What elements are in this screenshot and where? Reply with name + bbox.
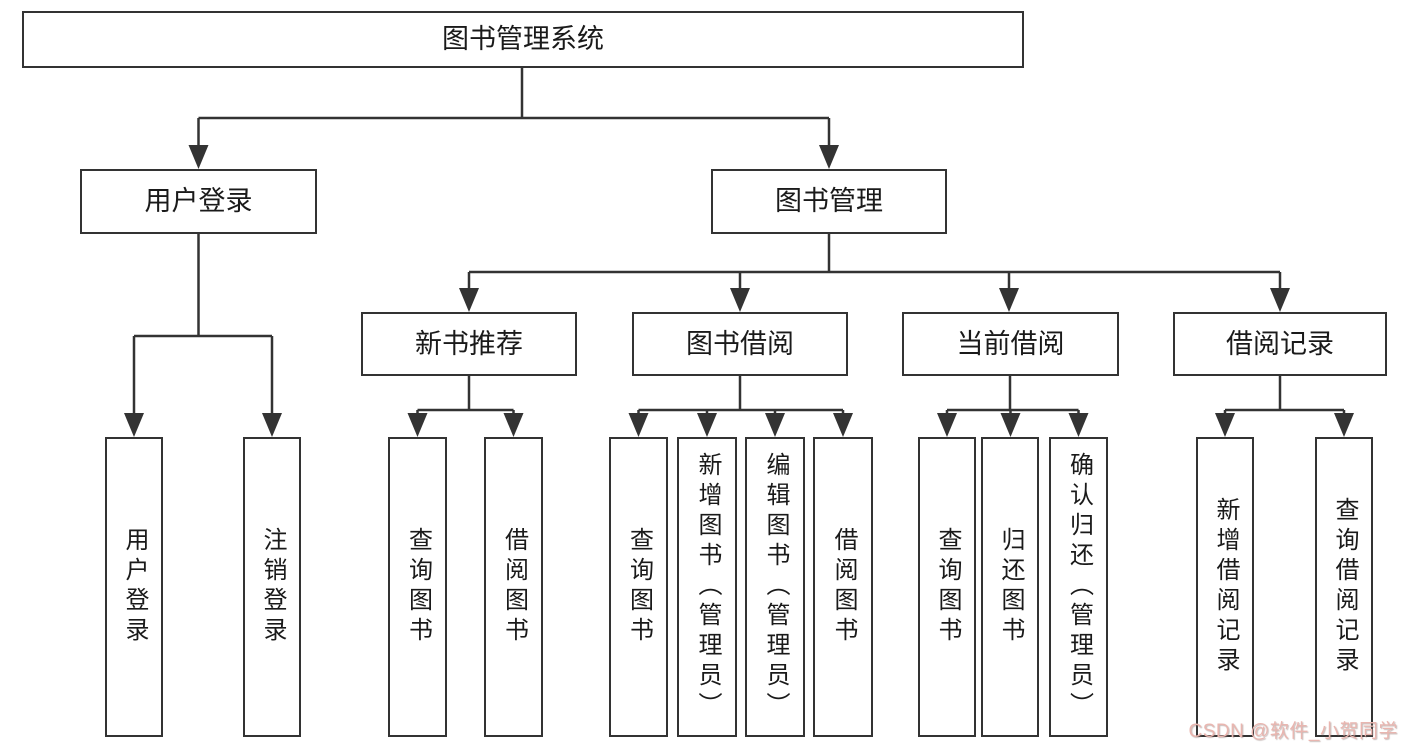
node-label: 查询借阅记录	[1331, 497, 1358, 677]
arrowhead	[628, 413, 649, 437]
arrowhead	[730, 288, 750, 312]
node-book-borrowing: 图书借阅	[632, 312, 848, 376]
node-label: 新增借阅记录	[1212, 497, 1239, 677]
arrowhead	[765, 413, 785, 437]
node-book-management: 图书管理	[711, 169, 947, 234]
leaf-borrow-books-recommend: 借阅图书	[484, 437, 543, 737]
leaf-edit-books-admin: 编辑图书（管理员）	[745, 437, 805, 737]
node-label: 图书管理	[775, 186, 883, 216]
leaf-query-books-recommend: 查询图书	[388, 437, 447, 737]
leaf-return-books: 归还图书	[981, 437, 1039, 737]
arrowhead	[1334, 413, 1354, 437]
node-label: 查询图书	[934, 527, 961, 647]
node-label: 注销登录	[259, 527, 286, 647]
arrowhead	[1068, 413, 1089, 437]
node-label: 当前借阅	[956, 328, 1065, 359]
node-new-book-recommendation: 新书推荐	[361, 312, 577, 376]
node-label: 借阅图书	[500, 527, 528, 647]
arrowhead	[937, 413, 957, 437]
node-label: 新书推荐	[415, 328, 523, 359]
node-label: 借阅图书	[830, 527, 857, 647]
arrowhead	[833, 413, 853, 437]
node-label: 图书管理系统	[442, 24, 604, 54]
node-label: 编辑图书（管理员）	[762, 452, 789, 722]
arrowhead	[407, 413, 428, 437]
arrowhead	[819, 145, 839, 169]
node-user-login: 用户登录	[80, 169, 317, 234]
arrowhead	[503, 413, 524, 437]
arrowhead	[697, 413, 717, 437]
arrowhead	[1270, 288, 1290, 312]
node-label: 借阅记录	[1226, 328, 1334, 359]
node-label: 用户登录	[144, 186, 253, 216]
node-label: 查询图书	[625, 527, 653, 647]
leaf-query-books-current: 查询图书	[918, 437, 976, 737]
node-label: 确认归还（管理员）	[1065, 452, 1093, 722]
arrowhead	[1215, 413, 1235, 437]
node-label: 查询图书	[404, 527, 432, 647]
arrowhead	[1000, 413, 1021, 437]
leaf-add-borrow-record: 新增借阅记录	[1196, 437, 1254, 737]
watermark-text: CSDN @软件_小贺同学	[1188, 721, 1398, 742]
node-library-management-system: 图书管理系统	[22, 11, 1024, 68]
node-label: 图书借阅	[686, 328, 794, 359]
arrowhead	[188, 145, 209, 169]
arrowheads	[124, 145, 1354, 437]
leaf-confirm-return-admin: 确认归还（管理员）	[1049, 437, 1108, 737]
leaf-user-login: 用户登录	[105, 437, 163, 737]
arrowhead	[999, 288, 1019, 312]
node-borrowing-records: 借阅记录	[1173, 312, 1387, 376]
arrowhead	[124, 413, 144, 437]
leaf-borrow-books: 借阅图书	[813, 437, 873, 737]
leaf-logout-login: 注销登录	[243, 437, 301, 737]
node-label: 用户登录	[121, 527, 148, 647]
arrowhead	[262, 413, 282, 437]
leaf-query-books-borrow: 查询图书	[609, 437, 668, 737]
arrowhead	[459, 288, 479, 312]
node-current-borrowing: 当前借阅	[902, 312, 1119, 376]
node-label: 归还图书	[997, 527, 1024, 647]
leaf-query-borrow-record: 查询借阅记录	[1315, 437, 1373, 737]
node-label: 新增图书（管理员）	[694, 452, 721, 722]
leaf-add-books-admin: 新增图书（管理员）	[677, 437, 737, 737]
